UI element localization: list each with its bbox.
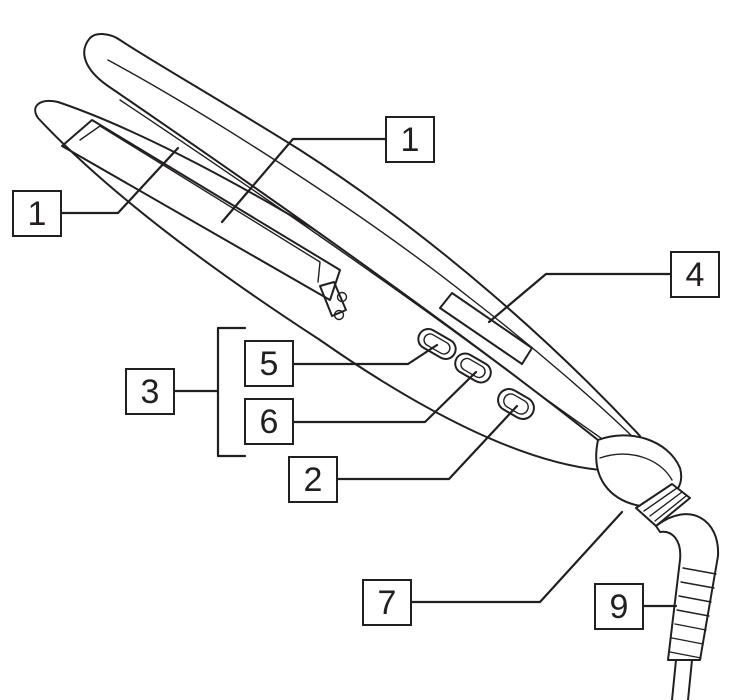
callouts: 1 1 4 3 5 6 2 7 [12, 116, 720, 630]
button-5-shape[interactable] [415, 325, 460, 362]
hinge [319, 281, 347, 317]
leader-button-5 [291, 343, 439, 366]
handle-band [599, 453, 673, 481]
control-buttons [415, 325, 535, 420]
leader-button-group [216, 326, 247, 458]
callout-label: 7 [378, 584, 397, 622]
callout-label: 4 [686, 256, 705, 294]
straightener-illustration [34, 33, 720, 700]
upper-arm-edge-2 [119, 99, 613, 447]
callout-label: 9 [610, 588, 629, 626]
cord-shape [655, 513, 720, 700]
callout-label: 2 [304, 461, 323, 499]
lower-arm [34, 100, 631, 472]
leader-swivel-joint [409, 510, 624, 604]
callout-label: 6 [260, 403, 279, 441]
button-6-shape[interactable] [452, 350, 495, 386]
callout-swivel-joint: 7 [362, 579, 412, 626]
upper-arm-edge [107, 59, 637, 441]
leader-lines [59, 137, 678, 608]
callout-display: 4 [670, 251, 720, 298]
callout-label: 1 [28, 195, 47, 233]
callout-cord: 9 [594, 583, 644, 630]
hinge-hole-2 [333, 309, 345, 321]
callout-button-5: 5 [244, 340, 294, 387]
leader-plate-upper [220, 137, 388, 224]
display-window [439, 292, 533, 365]
hinge-hole-1 [336, 291, 348, 303]
callout-label: 1 [401, 121, 420, 159]
lower-plate-inner [79, 125, 321, 283]
callout-button-6: 6 [244, 398, 294, 445]
leader-display [487, 272, 673, 324]
callout-label: 3 [141, 373, 160, 411]
callout-plate-upper: 1 [385, 116, 435, 163]
lower-plate [61, 119, 341, 301]
swivel-joint-shape [635, 483, 691, 527]
leader-button-6 [291, 370, 478, 424]
leader-plate-lower [59, 146, 180, 215]
callout-plate-lower: 1 [12, 190, 62, 237]
callout-label: 5 [260, 345, 279, 383]
leader-power-button [335, 404, 519, 481]
callout-button-group: 3 [125, 368, 175, 415]
callout-power-button: 2 [288, 456, 338, 503]
